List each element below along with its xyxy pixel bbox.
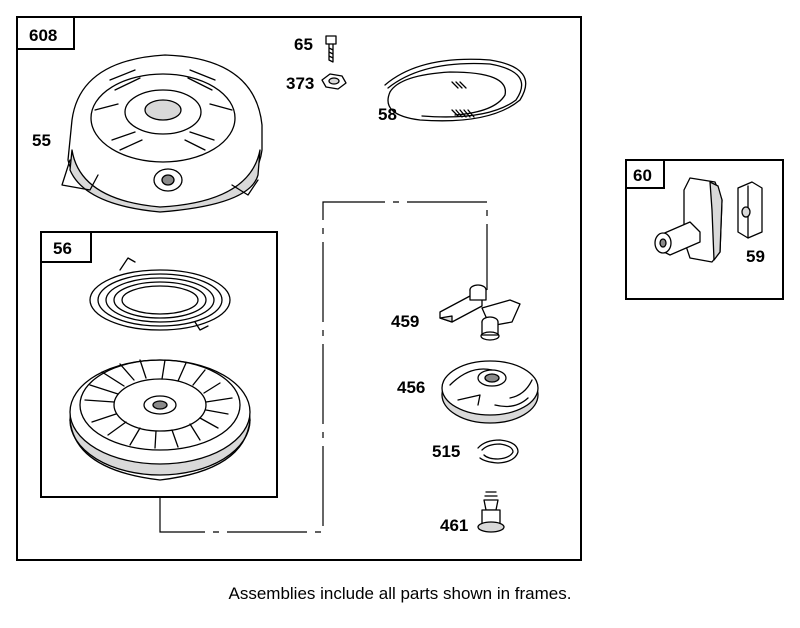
shoulder-screw-part	[477, 491, 505, 533]
retaining-ring-part	[477, 439, 519, 464]
frame-56-label: 56	[53, 239, 72, 258]
assembly-link-lines	[159, 201, 488, 533]
starter-rope-part	[384, 58, 527, 122]
starter-pulley-part	[69, 359, 251, 481]
frame-608-tab	[16, 16, 75, 50]
frame-56-tab	[40, 231, 92, 263]
part-515-label: 515	[432, 442, 460, 461]
part-459-label: 459	[391, 312, 419, 331]
diagram-caption: Assemblies include all parts shown in fr…	[228, 584, 572, 603]
screw-part	[325, 35, 337, 63]
frame-60	[625, 159, 784, 300]
part-58-label: 58	[378, 105, 397, 124]
part-461-label: 461	[440, 516, 468, 535]
pawl-part	[439, 284, 521, 341]
recoil-spring-part	[89, 257, 231, 331]
starter-housing-part	[61, 54, 263, 213]
part-456-label: 456	[397, 378, 425, 397]
frame-56	[40, 231, 278, 498]
part-373-label: 373	[286, 74, 314, 93]
part-65-label: 65	[294, 35, 313, 54]
part-55-label: 55	[32, 131, 51, 150]
frame-608-label: 608	[29, 26, 57, 45]
frame-60-tab	[625, 159, 665, 189]
handle-insert-part	[737, 181, 763, 239]
nut-part	[321, 73, 347, 90]
retainer-part	[441, 360, 539, 424]
starter-handle-part	[654, 177, 723, 263]
part-59-label: 59	[746, 247, 765, 266]
frame-60-label: 60	[633, 166, 652, 185]
frame-608	[16, 16, 582, 561]
